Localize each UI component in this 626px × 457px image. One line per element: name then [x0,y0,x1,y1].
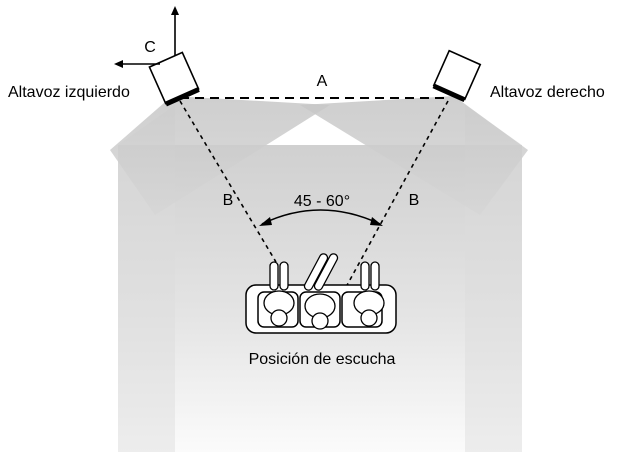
angle-label: 45 - 60° [294,193,350,210]
left-speaker-beam [110,96,330,215]
distance-a-label: A [317,73,328,90]
right-speaker-label: Altavoz derecho [490,84,605,101]
wall-offset-arrows [114,6,179,68]
angle-arrow-left [259,217,272,226]
person-left [263,261,295,327]
right-speaker [432,49,482,103]
distance-b-right-line [339,100,449,299]
distance-b-right-label: B [409,192,420,209]
left-speaker [148,51,200,107]
person-center [303,253,339,330]
left-speaker-label: Altavoz izquierdo [8,84,130,101]
angle-arc [261,209,381,225]
angle-arrow-right [370,217,383,226]
right-speaker-beam [300,96,528,215]
listening-position-label: Posición de escucha [249,351,396,368]
person-right [353,261,385,327]
wall-offset-label: C [144,39,156,56]
distance-b-left-label: B [223,192,234,209]
